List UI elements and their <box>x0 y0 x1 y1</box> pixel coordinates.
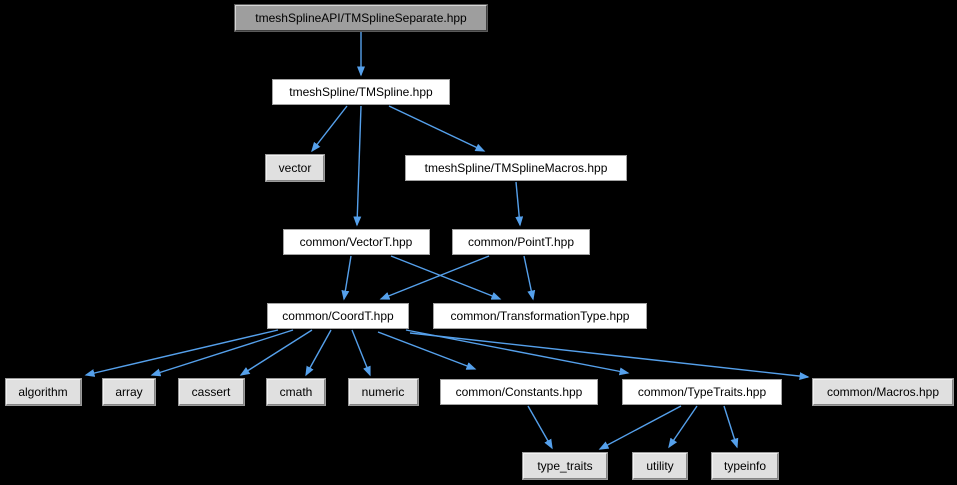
edge-coordt-to-cmath <box>305 329 332 377</box>
edge-typetraits-to-type_traits <box>598 405 682 450</box>
graph-node-tmsplinemacros[interactable]: tmeshSpline/TMSplineMacros.hpp <box>405 155 627 181</box>
graph-node-label: tmeshSpline/TMSpline.hpp <box>289 85 433 99</box>
graph-node-coordt[interactable]: common/CoordT.hpp <box>267 303 409 329</box>
graph-node-vectort[interactable]: common/VectorT.hpp <box>282 229 430 255</box>
graph-node-label: array <box>115 385 143 399</box>
edge-coordt-to-cassert <box>239 329 313 376</box>
graph-node-label: common/VectorT.hpp <box>299 235 413 249</box>
graph-node-transformationtype[interactable]: common/TransformationType.hpp <box>433 303 647 329</box>
graph-node-tmspline[interactable]: tmeshSpline/TMSpline.hpp <box>272 79 450 105</box>
graph-node-label: common/TransformationType.hpp <box>450 309 630 323</box>
graph-node-label: common/Macros.hpp <box>826 385 940 399</box>
edge-typetraits-to-utility <box>668 405 698 449</box>
graph-node-label: typeinfo <box>723 459 767 473</box>
graph-node-typeinfo[interactable]: typeinfo <box>712 453 778 479</box>
graph-node-constants[interactable]: common/Constants.hpp <box>440 379 598 405</box>
graph-node-tmsplineseparate[interactable]: tmeshSplineAPI/TMSplineSeparate.hpp <box>235 5 487 31</box>
graph-node-vector[interactable]: vector <box>266 155 324 181</box>
graph-node-numeric[interactable]: numeric <box>348 379 418 405</box>
graph-node-macros[interactable]: common/Macros.hpp <box>813 379 953 405</box>
graph-node-label: common/TypeTraits.hpp <box>637 385 767 399</box>
edge-tmspline-to-vectort <box>353 105 362 227</box>
edge-vectort-to-coordt <box>341 255 352 301</box>
edge-coordt-to-constants <box>377 331 477 370</box>
graph-node-label: type_traits <box>537 459 593 473</box>
edge-coordt-to-macros <box>409 332 810 381</box>
edge-constants-to-type_traits <box>527 405 553 450</box>
graph-node-label: numeric <box>361 385 405 399</box>
graph-node-type_traits[interactable]: type_traits <box>523 453 607 479</box>
graph-node-algorithm[interactable]: algorithm <box>5 379 81 405</box>
graph-node-label: utility <box>646 459 674 473</box>
edge-coordt-to-array <box>150 329 294 377</box>
edge-coordt-to-algorithm <box>84 329 279 377</box>
edge-typetraits-to-typeinfo <box>723 405 739 449</box>
graph-node-label: tmeshSpline/TMSplineMacros.hpp <box>424 161 608 175</box>
edge-vectort-to-transformationtype <box>390 255 502 300</box>
graph-node-label: common/CoordT.hpp <box>282 309 394 323</box>
graph-node-array[interactable]: array <box>103 379 155 405</box>
edge-pointt-to-coordt <box>379 255 490 300</box>
graph-node-cassert[interactable]: cassert <box>178 379 244 405</box>
graph-node-label: cmath <box>279 385 313 399</box>
graph-node-label: common/PointT.hpp <box>467 235 575 249</box>
graph-node-pointt[interactable]: common/PointT.hpp <box>452 229 590 255</box>
graph-node-label: tmeshSplineAPI/TMSplineSeparate.hpp <box>255 11 467 25</box>
graph-node-cmath[interactable]: cmath <box>267 379 325 405</box>
edge-tmspline-to-tmsplinemacros <box>388 105 486 152</box>
graph-node-label: algorithm <box>18 385 68 399</box>
edge-tmsplinemacros-to-pointt <box>515 181 524 227</box>
graph-node-typetraits[interactable]: common/TypeTraits.hpp <box>622 379 782 405</box>
graph-node-label: vector <box>278 161 312 175</box>
edge-pointt-to-transformationtype <box>523 255 536 301</box>
edge-tmspline-to-vector <box>311 105 348 153</box>
graph-node-label: cassert <box>191 385 231 399</box>
graph-node-label: common/Constants.hpp <box>455 385 583 399</box>
graph-node-utility[interactable]: utility <box>633 453 687 479</box>
edge-coordt-to-numeric <box>351 329 371 377</box>
